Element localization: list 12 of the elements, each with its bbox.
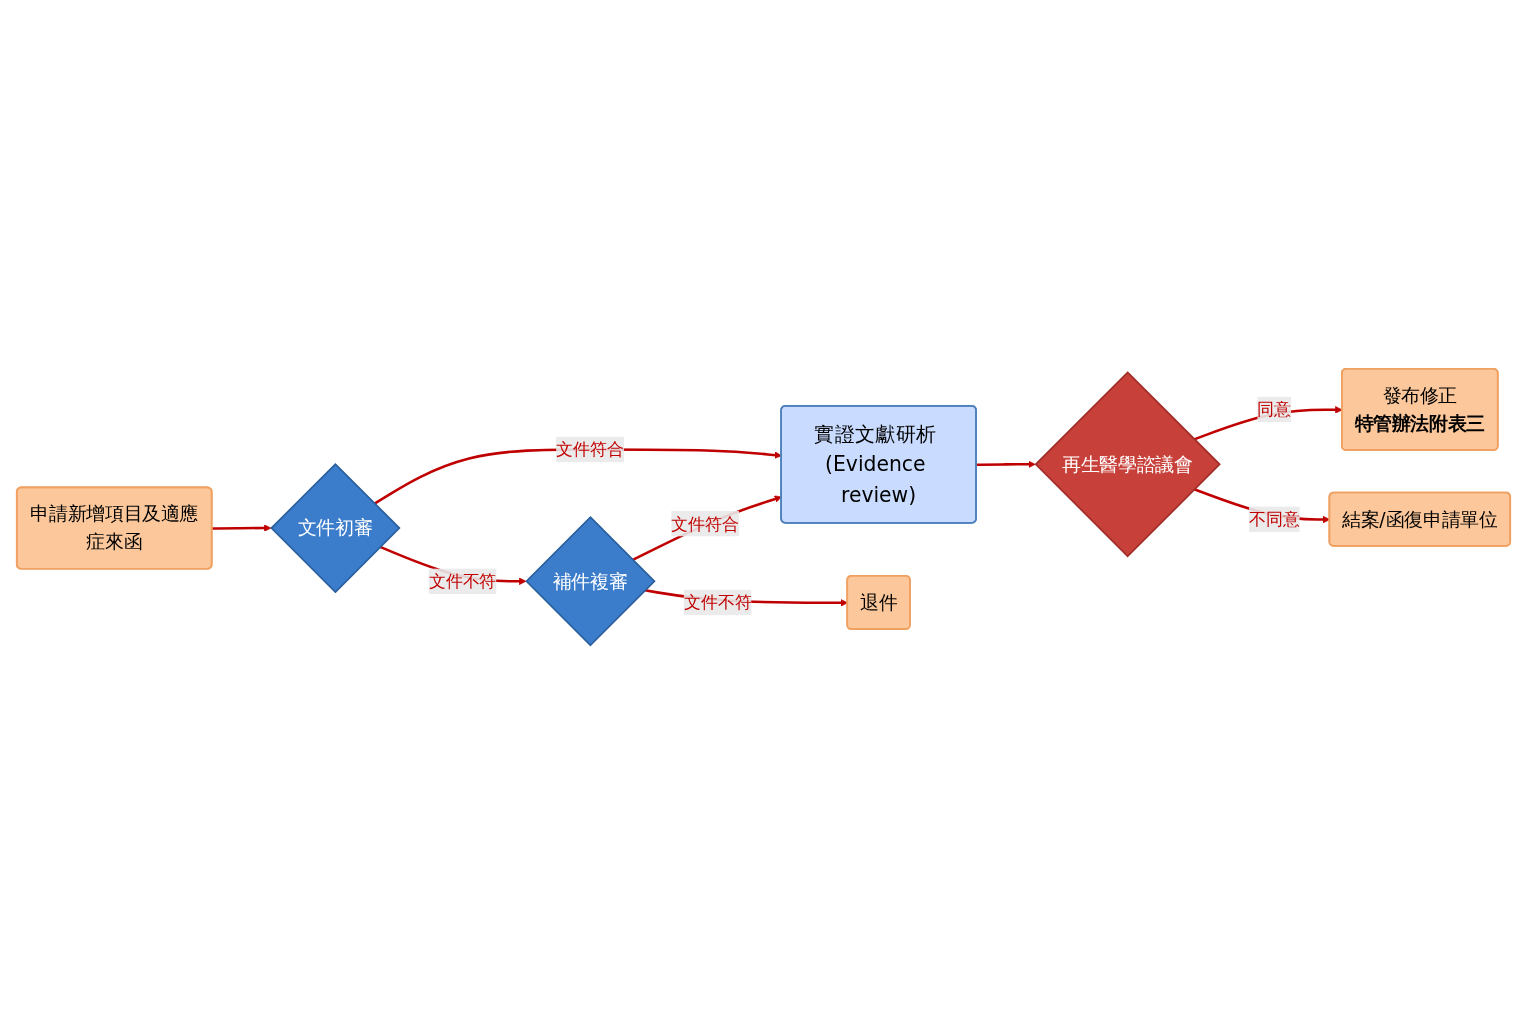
edge-label: 不同意 [1248, 509, 1300, 530]
edge-label: 文件不符 [428, 571, 497, 592]
arrow [632, 495, 782, 562]
edge-label: 文件符合 [556, 439, 624, 460]
node-diamond: 補件複審 [525, 516, 656, 647]
edge-label: 同意 [1257, 399, 1292, 420]
node-diamond: 文件初審 [270, 462, 401, 594]
arrow [976, 460, 1036, 469]
edge-label: 文件不符 [683, 592, 752, 613]
edge-label: 文件符合 [671, 513, 740, 534]
arrow [212, 524, 272, 532]
node-diamond: 再生醫學諮議會 [1034, 371, 1221, 558]
